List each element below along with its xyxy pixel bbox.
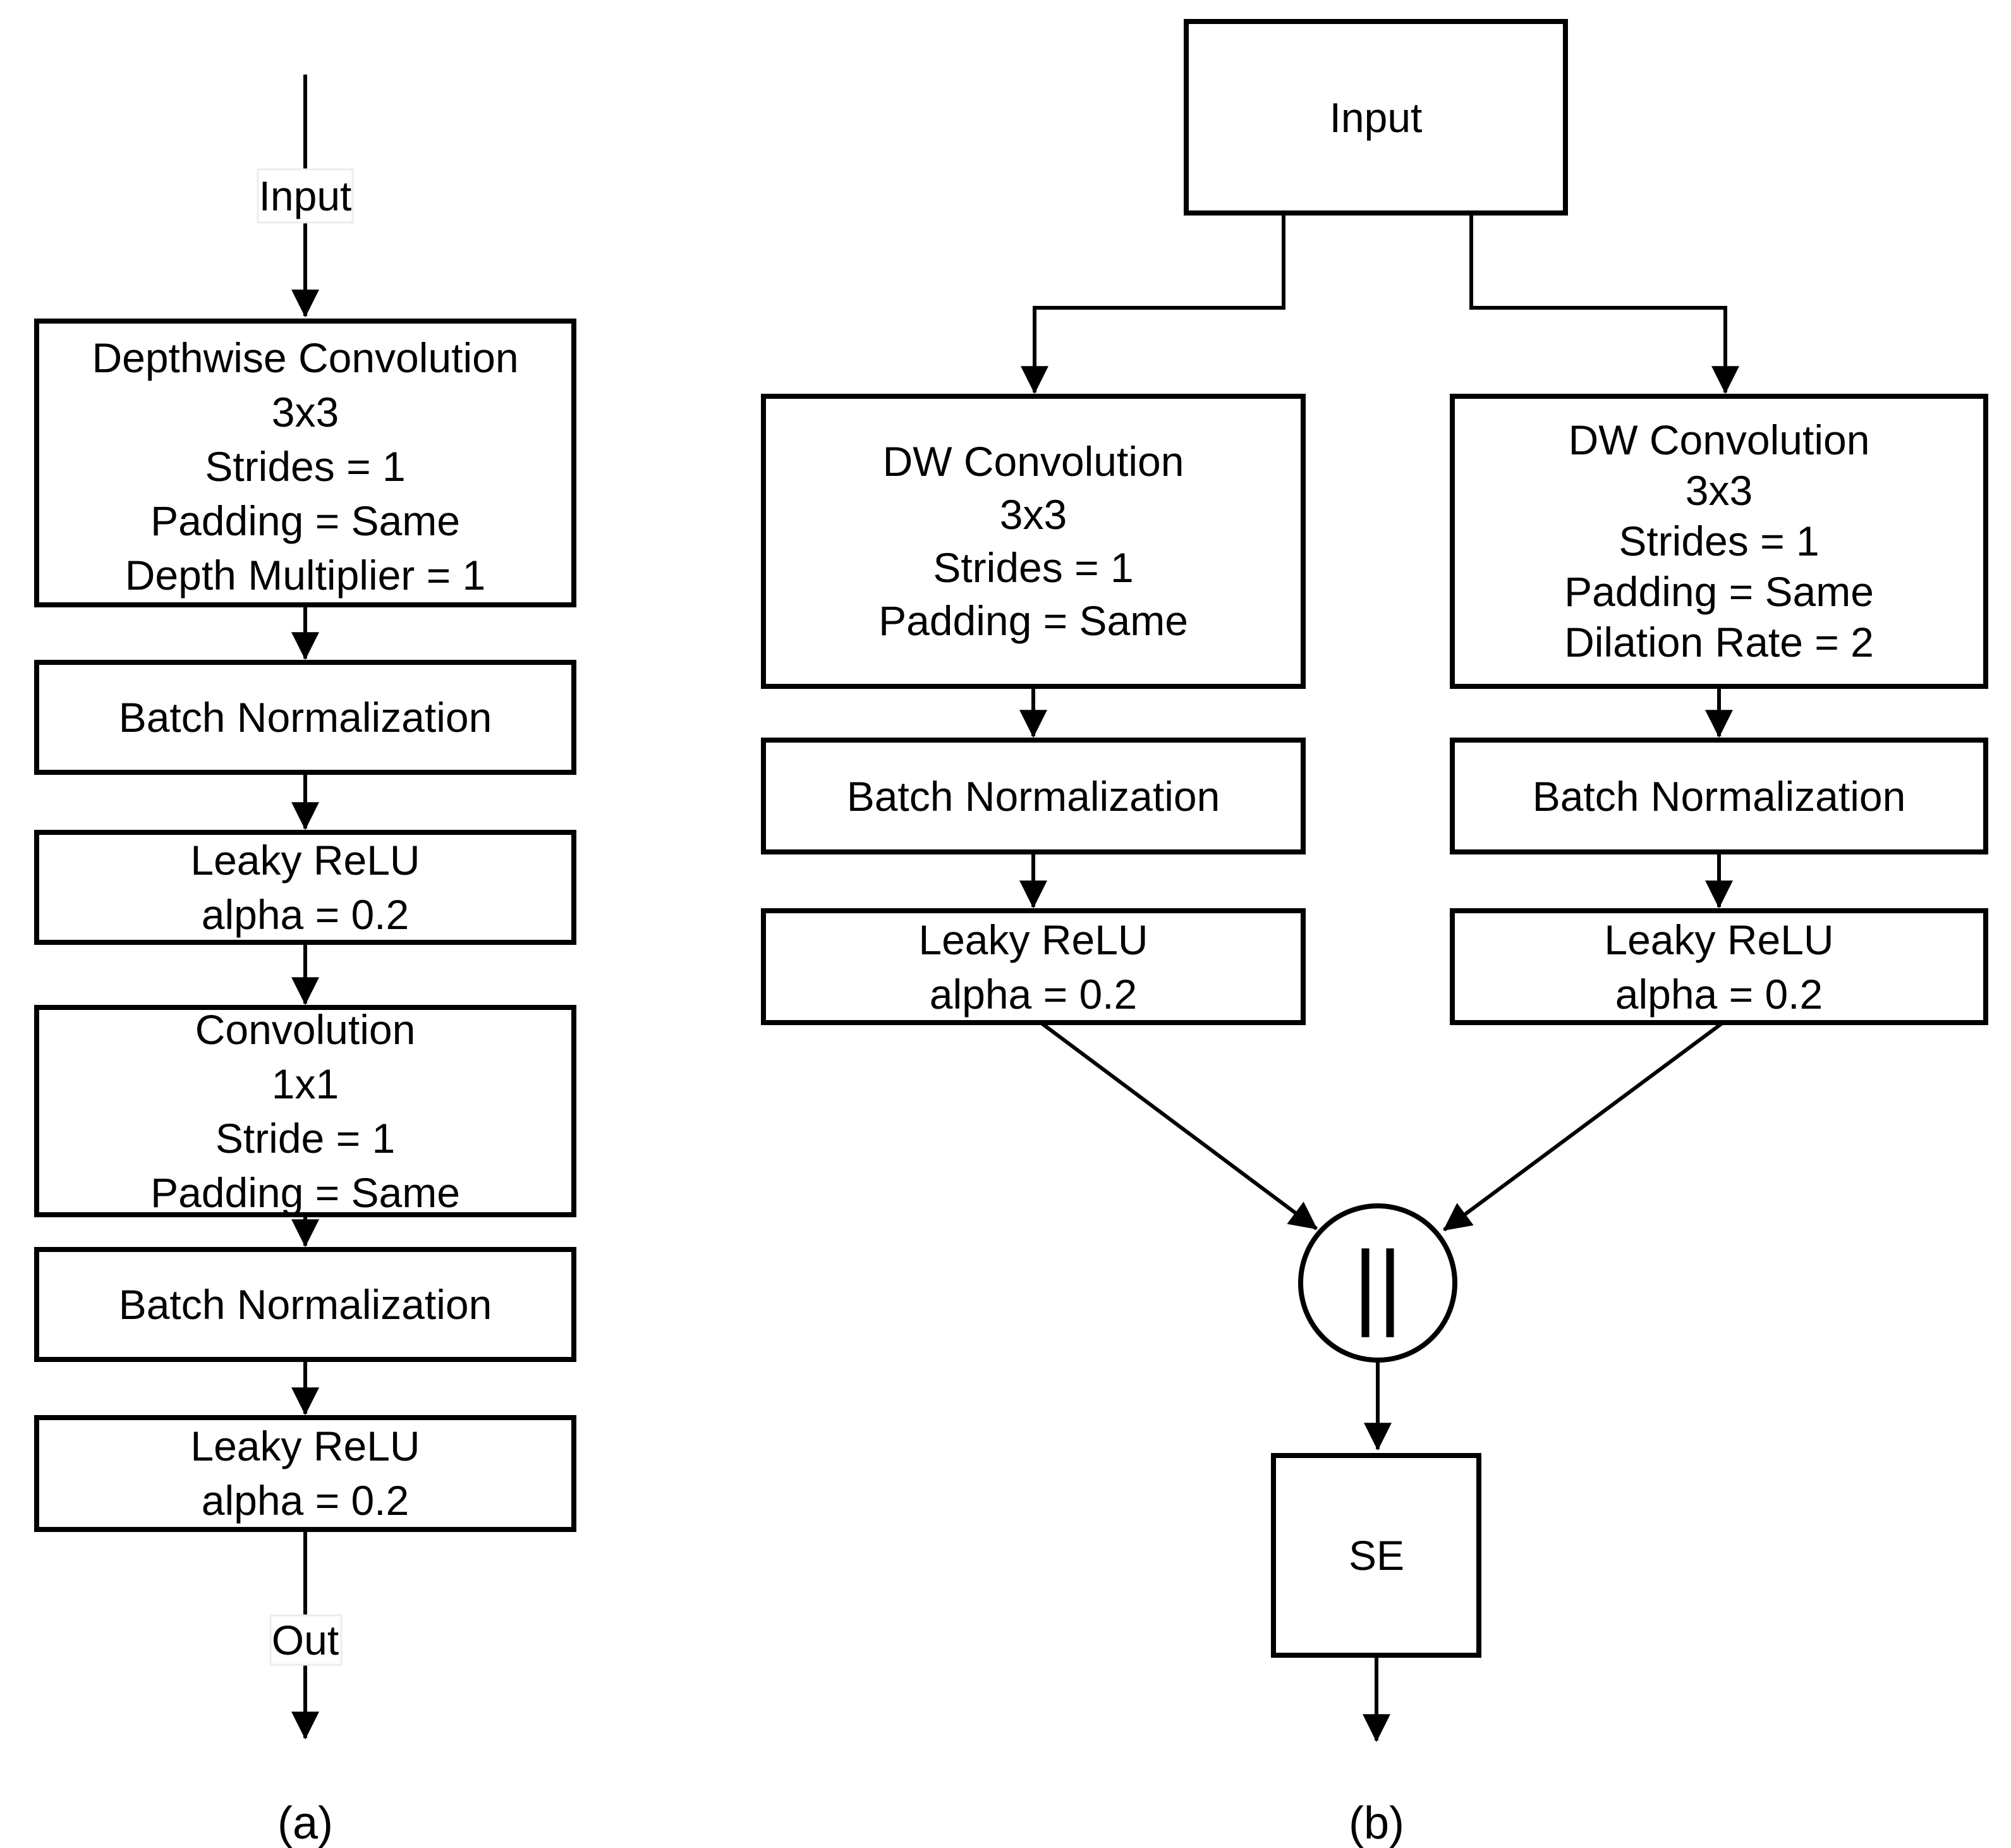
- left-block-leaky-relu-line: Leaky ReLU: [918, 916, 1148, 963]
- right-block-leaky-relu-line: Leaky ReLU: [1604, 916, 1833, 963]
- right-block-dw-conv-line: DW Convolution: [1569, 416, 1870, 463]
- left-block-batch-norm: [761, 738, 1306, 854]
- input-label: Input: [259, 173, 352, 219]
- left-block-dw-conv-line: Padding = Same: [878, 597, 1188, 644]
- right-block-dw-conv-line: Strides = 1: [1619, 518, 1819, 564]
- left-block-dw-conv-line: 3x3: [1000, 491, 1067, 538]
- block-depthwise-conv: [34, 319, 576, 607]
- left-block-batch-norm-label: Batch Normalization: [847, 773, 1220, 820]
- diagram-a: Input Depthwise Convolution 3x3 Strides …: [34, 75, 576, 1848]
- block-batch-norm-2-label: Batch Normalization: [119, 1281, 492, 1328]
- right-block-batch-norm-label: Batch Normalization: [1533, 773, 1906, 820]
- connector-input-to-right-branch: [1469, 213, 1739, 394]
- input-label-chip: [257, 168, 354, 224]
- right-block-leaky-relu: [1450, 908, 1988, 1025]
- block-leaky-relu-2-line: alpha = 0.2: [202, 1477, 409, 1524]
- block-batch-norm-1: [34, 660, 576, 775]
- arrow-right-leaky-to-concat: [1443, 1021, 1723, 1232]
- right-block-dw-conv-line: Padding = Same: [1564, 568, 1874, 615]
- block-conv-1x1-line: 1x1: [272, 1061, 339, 1107]
- arrow-left-leaky-to-concat: [1040, 1021, 1318, 1231]
- block-leaky-relu-1-line: Leaky ReLU: [190, 837, 420, 884]
- block-conv-1x1-line: Padding = Same: [150, 1169, 460, 1216]
- left-block-leaky-relu-line: alpha = 0.2: [930, 971, 1137, 1018]
- block-conv-1x1-line: Convolution: [195, 1006, 416, 1053]
- block-depthwise-conv-line: 3x3: [272, 389, 339, 435]
- left-block-dw-conv-line: DW Convolution: [883, 438, 1184, 485]
- concat-symbol-icon: ||: [1353, 1231, 1402, 1337]
- block-leaky-relu-2-line: Leaky ReLU: [190, 1423, 420, 1469]
- out-label-chip: [269, 1614, 343, 1666]
- block-leaky-relu-1-line: alpha = 0.2: [202, 891, 409, 938]
- block-batch-norm-2: [34, 1247, 576, 1362]
- block-leaky-relu-2: [34, 1415, 576, 1532]
- block-batch-norm-1-label: Batch Normalization: [119, 694, 492, 741]
- diagram-b: Input DW Convolution 3x3 Strides = 1 Pad…: [761, 19, 1988, 1848]
- right-block-dw-conv-line: Dilation Rate = 2: [1564, 619, 1874, 666]
- left-block-leaky-relu: [761, 908, 1306, 1025]
- block-conv-1x1: [34, 1005, 576, 1217]
- connector-input-to-left-branch: [1021, 213, 1285, 394]
- right-block-leaky-relu-line: alpha = 0.2: [1615, 971, 1823, 1018]
- right-block-dw-conv-line: 3x3: [1686, 467, 1753, 514]
- block-conv-1x1-line: Stride = 1: [216, 1115, 395, 1162]
- block-depthwise-conv-line: Padding = Same: [150, 497, 460, 544]
- left-block-dw-conv-line: Strides = 1: [933, 544, 1133, 591]
- right-block-dw-conv: [1450, 394, 1988, 689]
- se-block-label: SE: [1349, 1532, 1404, 1579]
- block-depthwise-conv-line: Strides = 1: [205, 443, 405, 490]
- left-block-dw-conv: [761, 394, 1306, 689]
- input-box: [1184, 19, 1568, 216]
- out-label: Out: [272, 1617, 339, 1663]
- right-block-batch-norm: [1450, 738, 1988, 854]
- input-box-label: Input: [1330, 94, 1423, 141]
- caption-b: (b): [1349, 1798, 1404, 1848]
- block-depthwise-conv-line: Depthwise Convolution: [92, 334, 518, 381]
- caption-a: (a): [277, 1798, 333, 1848]
- block-depthwise-conv-line: Depth Multiplier = 1: [125, 552, 485, 599]
